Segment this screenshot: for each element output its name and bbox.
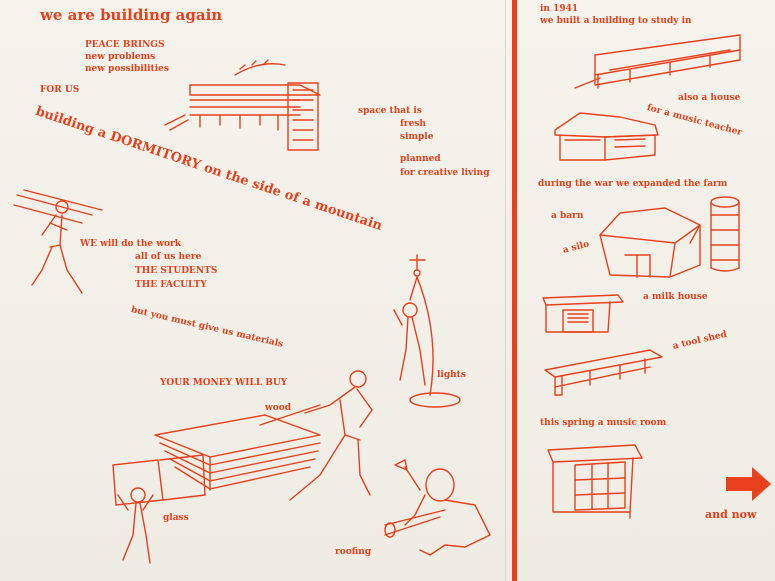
for-us-label: FOR US	[40, 85, 80, 95]
worker-carrying-beams	[13, 189, 103, 294]
worker-hauling-board	[259, 370, 373, 501]
also-house-label: also a house	[678, 93, 741, 103]
work-line-3: THE STUDENTS	[135, 266, 218, 276]
built-label: we built a building to study in	[540, 16, 692, 26]
year-label: in 1941	[540, 4, 579, 14]
lights-label: lights	[437, 370, 466, 380]
space-line-3: simple	[400, 132, 434, 142]
peace-line-1: PEACE BRINGS	[85, 40, 165, 50]
music-teacher-house	[554, 112, 659, 161]
work-line-4: THE FACULTY	[135, 280, 207, 290]
roofing-label: roofing	[335, 547, 372, 557]
planned-line-2: for creative living	[400, 168, 490, 178]
barn-label: a barn	[551, 211, 584, 221]
work-line-1: WE will do the work	[80, 239, 181, 249]
panel-divider	[512, 0, 517, 581]
music-room	[547, 444, 643, 519]
planned-line-1: planned	[400, 154, 441, 164]
spring-label: this spring a music room	[540, 418, 667, 428]
brochure-title: we are building again	[40, 6, 223, 24]
peace-line-3: new possibilities	[85, 64, 169, 74]
worker-carrying-glass	[112, 454, 206, 564]
barn	[599, 207, 701, 278]
page-fold	[505, 0, 506, 581]
worker-with-light	[393, 254, 461, 408]
silo-label: a silo	[561, 239, 591, 256]
war-label: during the war we expanded the farm	[538, 179, 728, 189]
materials-line: but you must give us materials	[129, 305, 284, 350]
school-building	[574, 34, 741, 89]
worker-hammering	[384, 459, 491, 556]
and-now-label: and now	[705, 508, 757, 521]
tool-shed-label: a tool shed	[671, 329, 728, 352]
money-line: YOUR MONEY WILL BUY	[160, 378, 288, 388]
arrow-right-icon	[726, 467, 771, 501]
space-line-2: fresh	[400, 119, 426, 129]
glass-label: glass	[163, 513, 189, 523]
wood-label: wood	[265, 403, 292, 413]
dormitory-sketch	[164, 59, 321, 151]
space-line-1: space that is	[358, 106, 422, 116]
silo	[710, 196, 740, 272]
milk-house	[542, 294, 624, 333]
peace-line-2: new problems	[85, 52, 156, 62]
milk-house-label: a milk house	[643, 292, 708, 302]
tool-shed	[544, 349, 663, 396]
work-line-2: all of us here	[135, 252, 202, 262]
